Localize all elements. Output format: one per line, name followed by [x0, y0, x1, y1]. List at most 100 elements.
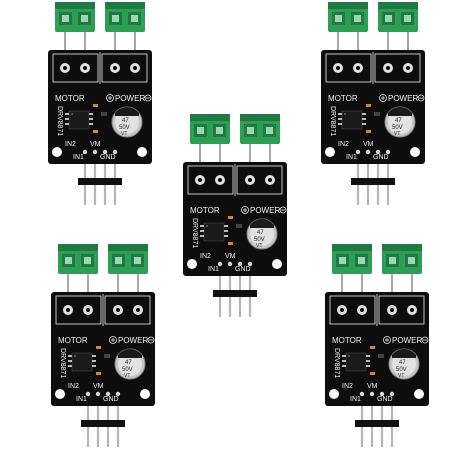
- cap-code: VT: [256, 243, 262, 249]
- capacitor: 47 50V VT: [114, 348, 146, 380]
- capacitor: 47 50V VT: [384, 106, 416, 138]
- mount-hole: [52, 147, 62, 157]
- in2-label: IN2: [68, 383, 79, 390]
- screw-terminal-right: [240, 114, 280, 144]
- cap-value: 47: [395, 118, 402, 124]
- in1-label: IN1: [76, 396, 87, 403]
- chip-label: DRV8871: [191, 218, 198, 248]
- gnd-label: GND: [235, 266, 251, 273]
- mount-hole: [140, 389, 150, 399]
- cap-code: VT: [398, 373, 404, 379]
- screw-terminal-right: [382, 244, 422, 274]
- minus-icon: [279, 206, 287, 214]
- mount-hole: [410, 147, 420, 157]
- in2-label: IN2: [342, 383, 353, 390]
- screw-terminal-left: [332, 244, 372, 274]
- chip-label: DRV8871: [56, 106, 63, 136]
- power-label: POWER: [392, 336, 422, 345]
- motor-driver-board: MOTOR POWER DRV8871 47 50V VT IN2 VM: [322, 242, 432, 452]
- vm-label: VM: [90, 141, 101, 148]
- cap-value: 47: [257, 230, 264, 236]
- board-graphic: MOTOR POWER DRV8871 47 50V VT IN2 VM: [183, 114, 287, 317]
- screw-terminal-right: [108, 244, 148, 274]
- power-label: POWER: [115, 94, 145, 103]
- board-graphic: MOTOR POWER DRV8871 47 50V VT IN2 VM: [325, 244, 429, 447]
- plus-icon: [109, 336, 117, 344]
- pin-header: [351, 164, 395, 205]
- in1-label: IN1: [73, 154, 84, 161]
- motor-label: MOTOR: [332, 336, 362, 345]
- in1-label: IN1: [208, 266, 219, 273]
- in1-label: IN1: [350, 396, 361, 403]
- minus-icon: [421, 336, 429, 344]
- motor-label: MOTOR: [190, 206, 220, 215]
- screw-terminal-right: [105, 2, 145, 32]
- gnd-label: GND: [377, 396, 393, 403]
- plus-icon: [106, 94, 114, 102]
- minus-icon: [147, 336, 155, 344]
- cap-voltage: 50V: [122, 367, 133, 373]
- chip-label: DRV8871: [59, 348, 66, 378]
- motor-driver-board: MOTOR POWER DRV8871 47 50V VT IN2 VM: [48, 242, 158, 452]
- minus-icon: [144, 94, 152, 102]
- gnd-label: GND: [373, 154, 389, 161]
- mount-hole: [55, 389, 65, 399]
- mount-hole: [187, 259, 197, 269]
- motor-label: MOTOR: [58, 336, 88, 345]
- cap-voltage: 50V: [392, 125, 403, 131]
- in1-label: IN1: [346, 154, 357, 161]
- cap-voltage: 50V: [119, 125, 130, 131]
- screw-terminal-left: [58, 244, 98, 274]
- cap-value: 47: [125, 360, 132, 366]
- motor-label: MOTOR: [55, 94, 85, 103]
- pin-header: [81, 406, 125, 447]
- cap-value: 47: [399, 360, 406, 366]
- pin-header: [355, 406, 399, 447]
- mount-hole: [272, 259, 282, 269]
- plus-icon: [383, 336, 391, 344]
- cap-voltage: 50V: [396, 367, 407, 373]
- vm-label: VM: [225, 253, 236, 260]
- minus-icon: [417, 94, 425, 102]
- screw-terminal-left: [190, 114, 230, 144]
- power-label: POWER: [118, 336, 148, 345]
- pin-header: [78, 164, 122, 205]
- chip-label: DRV8871: [333, 348, 340, 378]
- in2-label: IN2: [200, 253, 211, 260]
- capacitor: 47 50V VT: [246, 218, 278, 250]
- board-graphic: MOTOR POWER DRV8871 47 50V VT IN2 VM: [51, 244, 155, 447]
- cap-code: VT: [124, 373, 130, 379]
- cap-value: 47: [122, 118, 129, 124]
- screw-terminal-right: [378, 2, 418, 32]
- in2-label: IN2: [338, 141, 349, 148]
- plus-icon: [379, 94, 387, 102]
- board-graphic: MOTOR POWER DRV8871 47 50V VT IN2 VM: [321, 2, 425, 205]
- vm-label: VM: [367, 383, 378, 390]
- in2-label: IN2: [65, 141, 76, 148]
- cap-voltage: 50V: [254, 237, 265, 243]
- mount-hole: [325, 147, 335, 157]
- motor-label: MOTOR: [328, 94, 358, 103]
- chip-label: DRV8871: [329, 106, 336, 136]
- capacitor: 47 50V VT: [388, 348, 420, 380]
- mount-hole: [329, 389, 339, 399]
- vm-label: VM: [93, 383, 104, 390]
- gnd-label: GND: [103, 396, 119, 403]
- capacitor: 47 50V VT: [111, 106, 143, 138]
- power-label: POWER: [388, 94, 418, 103]
- motor-driver-board: MOTOR POWER DRV8871 47 50V VT IN2 VM: [180, 112, 290, 322]
- cap-code: VT: [121, 131, 127, 137]
- screw-terminal-left: [328, 2, 368, 32]
- power-label: POWER: [250, 206, 280, 215]
- pin-header: [213, 276, 257, 317]
- board-graphic: MOTOR POWER DRV8871 47 50V VT IN2 VM: [48, 2, 152, 205]
- mount-hole: [414, 389, 424, 399]
- gnd-label: GND: [100, 154, 116, 161]
- screw-terminal-left: [55, 2, 95, 32]
- plus-icon: [241, 206, 249, 214]
- vm-label: VM: [363, 141, 374, 148]
- motor-driver-board: MOTOR POWER DRV8871 47 50V VT IN2 VM: [318, 0, 428, 210]
- mount-hole: [137, 147, 147, 157]
- motor-driver-board: MOTOR POWER DRV8871 47 50V VT IN2 VM: [45, 0, 155, 210]
